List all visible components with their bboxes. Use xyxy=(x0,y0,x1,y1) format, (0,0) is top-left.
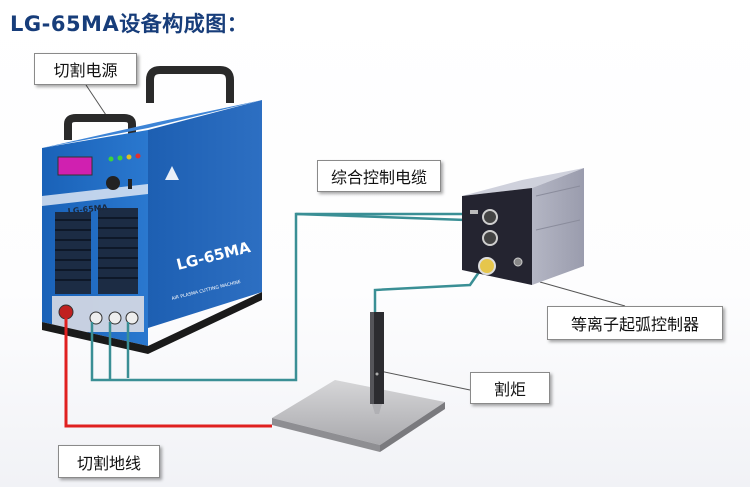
cutting-torch xyxy=(370,312,384,414)
label-ground-wire: 切割地线 xyxy=(58,445,160,478)
leader-lines xyxy=(85,84,626,391)
label-arc-controller: 等离子起弧控制器 xyxy=(547,306,723,340)
arc-controller xyxy=(462,168,584,285)
diagram-title: LG-65MA设备构成图： xyxy=(10,12,249,36)
label-control-cable: 综合控制电缆 xyxy=(317,160,441,192)
ground-cable xyxy=(64,318,272,428)
label-torch: 割炬 xyxy=(470,372,550,404)
workpiece-plate xyxy=(272,380,445,452)
label-power-source: 切割电源 xyxy=(34,53,137,85)
front-model-text: LG-65MA xyxy=(67,203,109,216)
